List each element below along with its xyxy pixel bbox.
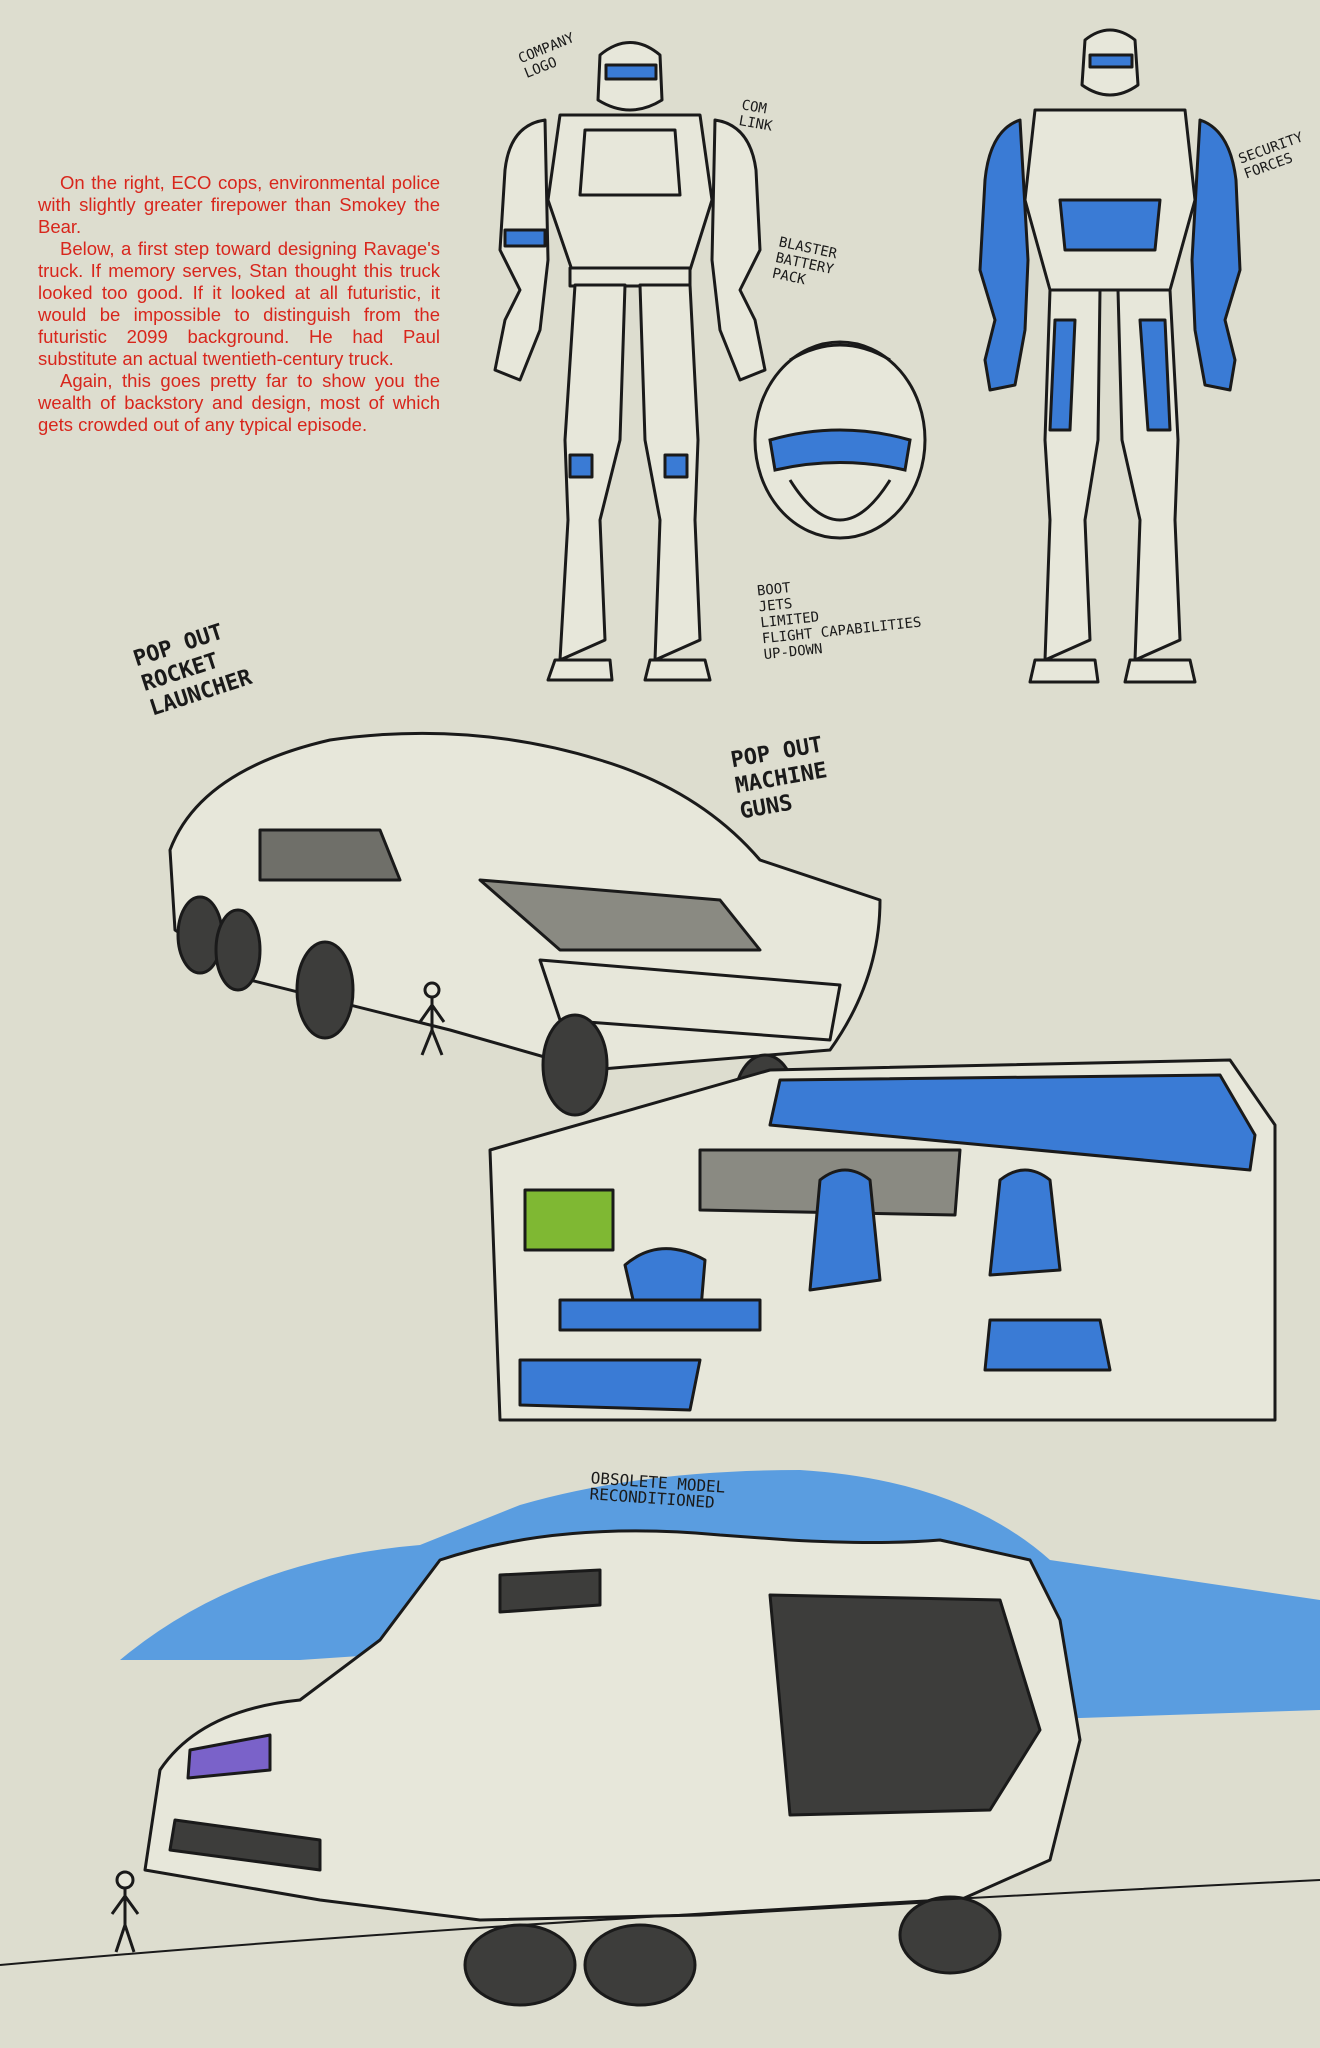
caption-paragraph-2: Below, a first step toward designing Rav…: [38, 238, 440, 369]
note-boot-jets: Boot Jets Limited Flight Capabilities Up…: [756, 580, 923, 664]
eco-cop-figure-right: [978, 28, 1242, 684]
cockpit-interior: [488, 1058, 1277, 1422]
helmet-closeup: [753, 340, 927, 540]
caption-paragraph-1: On the right, ECO cops, environmental po…: [38, 172, 440, 237]
caption-paragraph-3: Again, this goes pretty far to show you …: [38, 370, 440, 435]
futuristic-truck-sketch: [168, 731, 882, 1147]
note-machine-guns: Pop out Machine Guns: [728, 732, 830, 825]
eco-cop-figure-left: [493, 41, 767, 682]
editorial-caption: On the right, ECO cops, environmental po…: [38, 172, 440, 436]
note-com-link: Com Link: [737, 97, 774, 135]
reconditioned-truck-painting: [0, 1470, 1320, 2007]
